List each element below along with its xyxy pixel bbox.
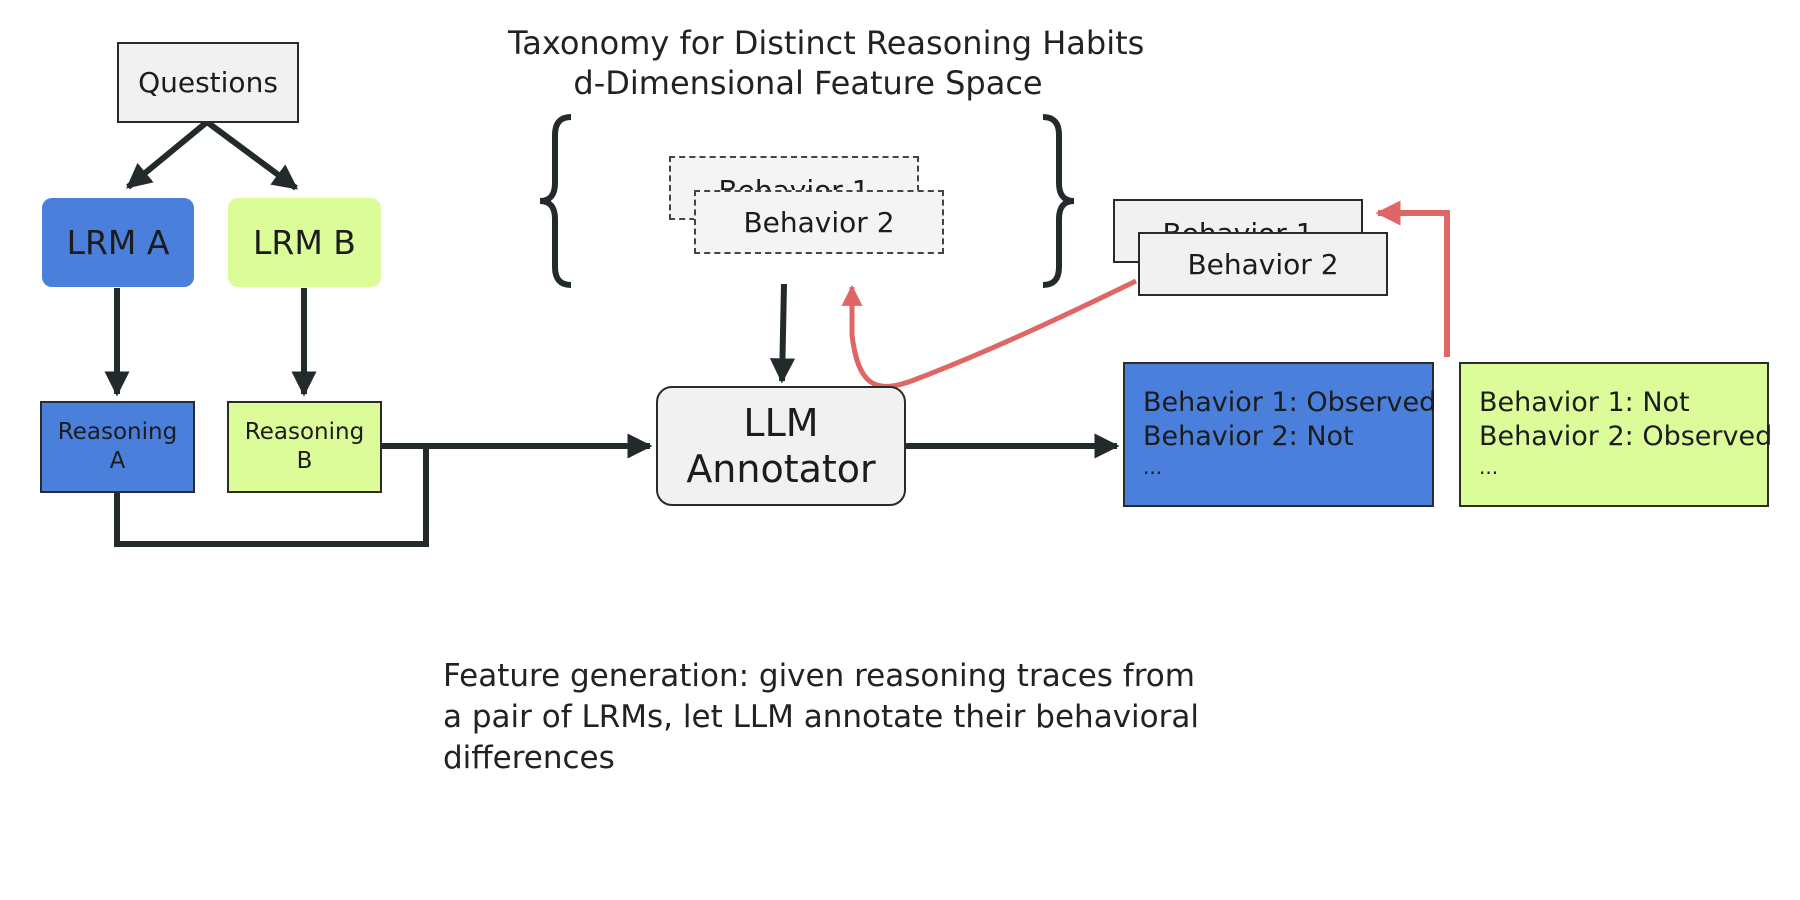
annotation-a-line1: Behavior 1: Observed <box>1143 387 1437 418</box>
annotation-output-b: Behavior 1: Not Behavior 2: Observed ... <box>1459 362 1773 507</box>
arrow-taxonomy-to-annotator <box>769 283 796 384</box>
reasoning-b-label-line1: Reasoning <box>244 419 365 445</box>
connector-reasoning-a-loop <box>114 446 429 547</box>
feature-behavior-2-card: Behavior 2 <box>1138 232 1388 296</box>
arrow-questions-to-lrm-b <box>205 119 299 191</box>
taxonomy-behavior-2-label: Behavior 2 <box>743 205 895 239</box>
taxonomy-behavior-2-card: Behavior 2 <box>694 190 944 254</box>
lrm-a-node: LRM A <box>42 198 194 287</box>
figure-caption: Feature generation: given reasoning trac… <box>443 658 1199 776</box>
feedback-arrow-to-taxonomy <box>841 278 1138 389</box>
reasoning-a-label-line2: A <box>109 448 126 474</box>
right-brace <box>1042 114 1075 288</box>
reasoning-b-label-line2: B <box>296 448 313 474</box>
reasoning-a-label-line1: Reasoning <box>57 419 178 445</box>
reasoning-b-node: Reasoning B <box>227 401 382 493</box>
llm-annotator-label-line1: LLM <box>743 401 819 445</box>
lrm-a-label: LRM A <box>66 223 170 262</box>
llm-annotator-node: LLM Annotator <box>656 386 906 506</box>
diagram-title: Taxonomy for Distinct Reasoning Habits <box>508 24 1145 62</box>
annotation-b-line2: Behavior 2: Observed <box>1479 421 1773 452</box>
annotation-a-ellipsis: ... <box>1143 455 1163 479</box>
reasoning-a-node: Reasoning A <box>40 401 195 493</box>
annotation-output-a: Behavior 1: Observed Behavior 2: Not ... <box>1123 362 1437 507</box>
arrow-questions-to-lrm-a <box>126 119 209 190</box>
annotation-b-line1: Behavior 1: Not <box>1479 387 1690 418</box>
feedback-arrow-to-feature-space <box>1375 200 1450 357</box>
feature-behavior-2-label: Behavior 2 <box>1187 247 1339 281</box>
annotation-a-line2: Behavior 2: Not <box>1143 421 1354 452</box>
llm-annotator-label-line2: Annotator <box>686 447 876 491</box>
annotation-b-ellipsis: ... <box>1479 455 1499 479</box>
left-brace <box>539 114 572 288</box>
diagram-subtitle: d-Dimensional Feature Space <box>573 64 1043 102</box>
lrm-b-node: LRM B <box>228 198 381 287</box>
questions-label: Questions <box>138 66 278 99</box>
questions-node: Questions <box>117 42 299 123</box>
lrm-b-label: LRM B <box>253 223 356 262</box>
